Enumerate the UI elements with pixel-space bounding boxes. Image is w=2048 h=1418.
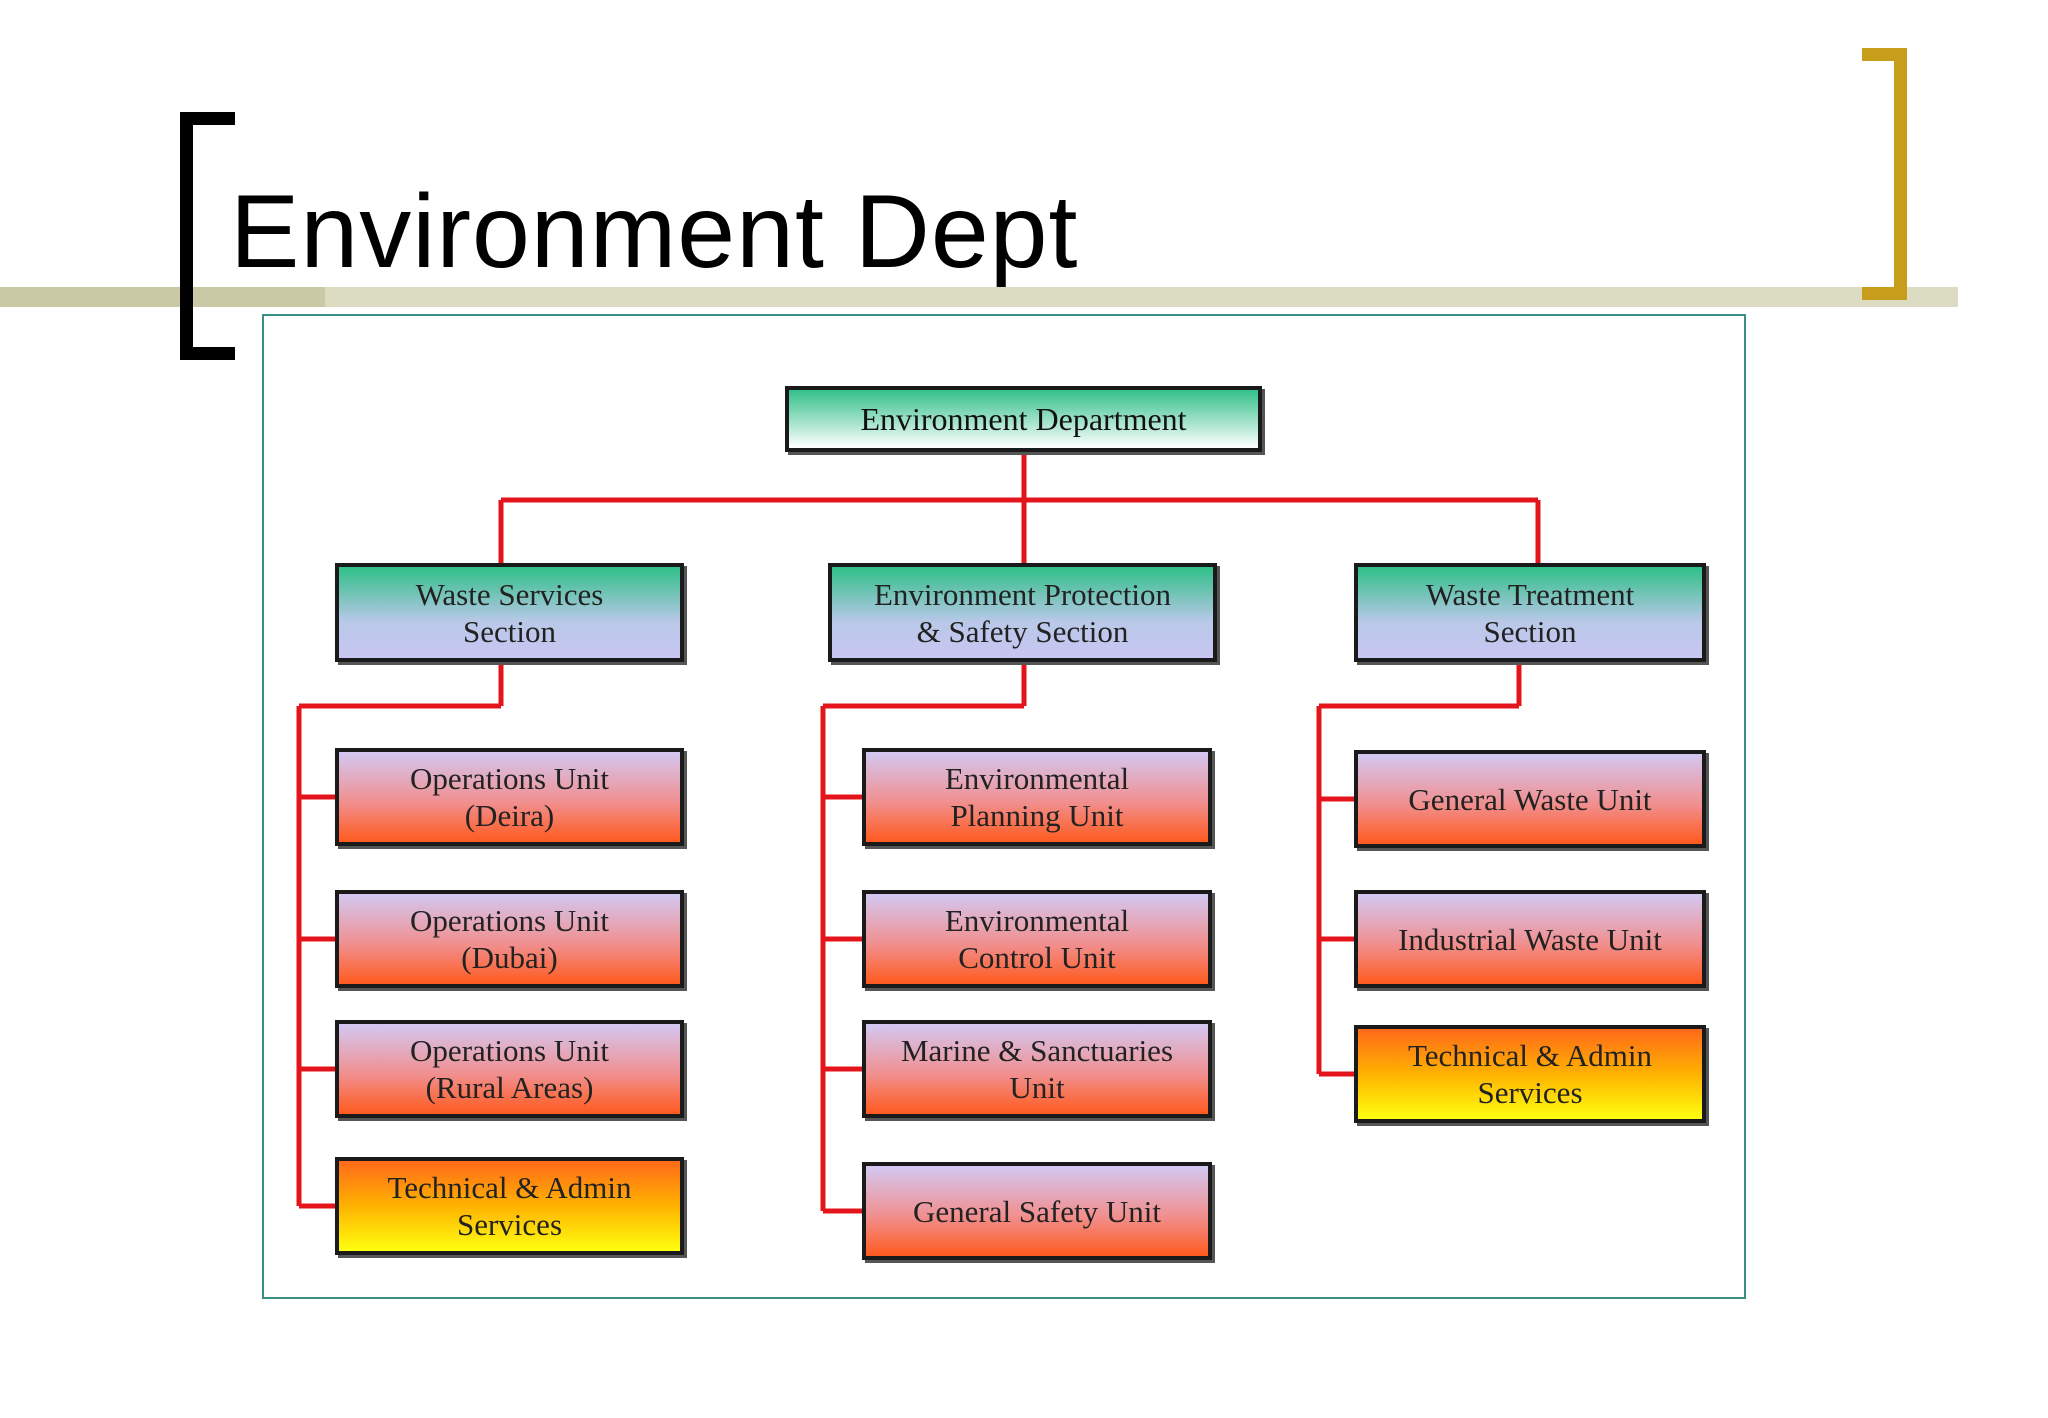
box-unit-operations-dubai: Operations Unit (Dubai) (335, 890, 684, 988)
box-unit-operations-rural: Operations Unit (Rural Areas) (335, 1020, 684, 1118)
box-environment-department: Environment Department (785, 386, 1262, 452)
box-unit-environmental-planning: Environmental Planning Unit (862, 748, 1212, 846)
org-chart-frame: Environment Department Waste Services Se… (262, 314, 1746, 1299)
box-unit-operations-deira: Operations Unit (Deira) (335, 748, 684, 846)
title-rule-left (0, 287, 325, 307)
box-unit-marine-sanctuaries: Marine & Sanctuaries Unit (862, 1020, 1212, 1118)
box-unit-general-waste: General Waste Unit (1354, 750, 1706, 848)
box-unit-environmental-control: Environmental Control Unit (862, 890, 1212, 988)
box-section-environment-protection: Environment Protection & Safety Section (828, 563, 1217, 662)
title-rule-right (325, 287, 1958, 307)
box-section-waste-treatment: Waste Treatment Section (1354, 563, 1706, 662)
right-bracket-ornament (1862, 48, 1907, 300)
connector-lines (296, 452, 1541, 1214)
box-section-waste-services: Waste Services Section (335, 563, 684, 662)
box-unit-general-safety: General Safety Unit (862, 1162, 1212, 1260)
slide-title: Environment Dept (230, 174, 1079, 290)
box-unit-technical-admin-wt: Technical & Admin Services (1354, 1025, 1706, 1123)
box-unit-industrial-waste: Industrial Waste Unit (1354, 890, 1706, 988)
box-unit-technical-admin-ws: Technical & Admin Services (335, 1157, 684, 1255)
left-bracket-ornament (180, 112, 235, 360)
